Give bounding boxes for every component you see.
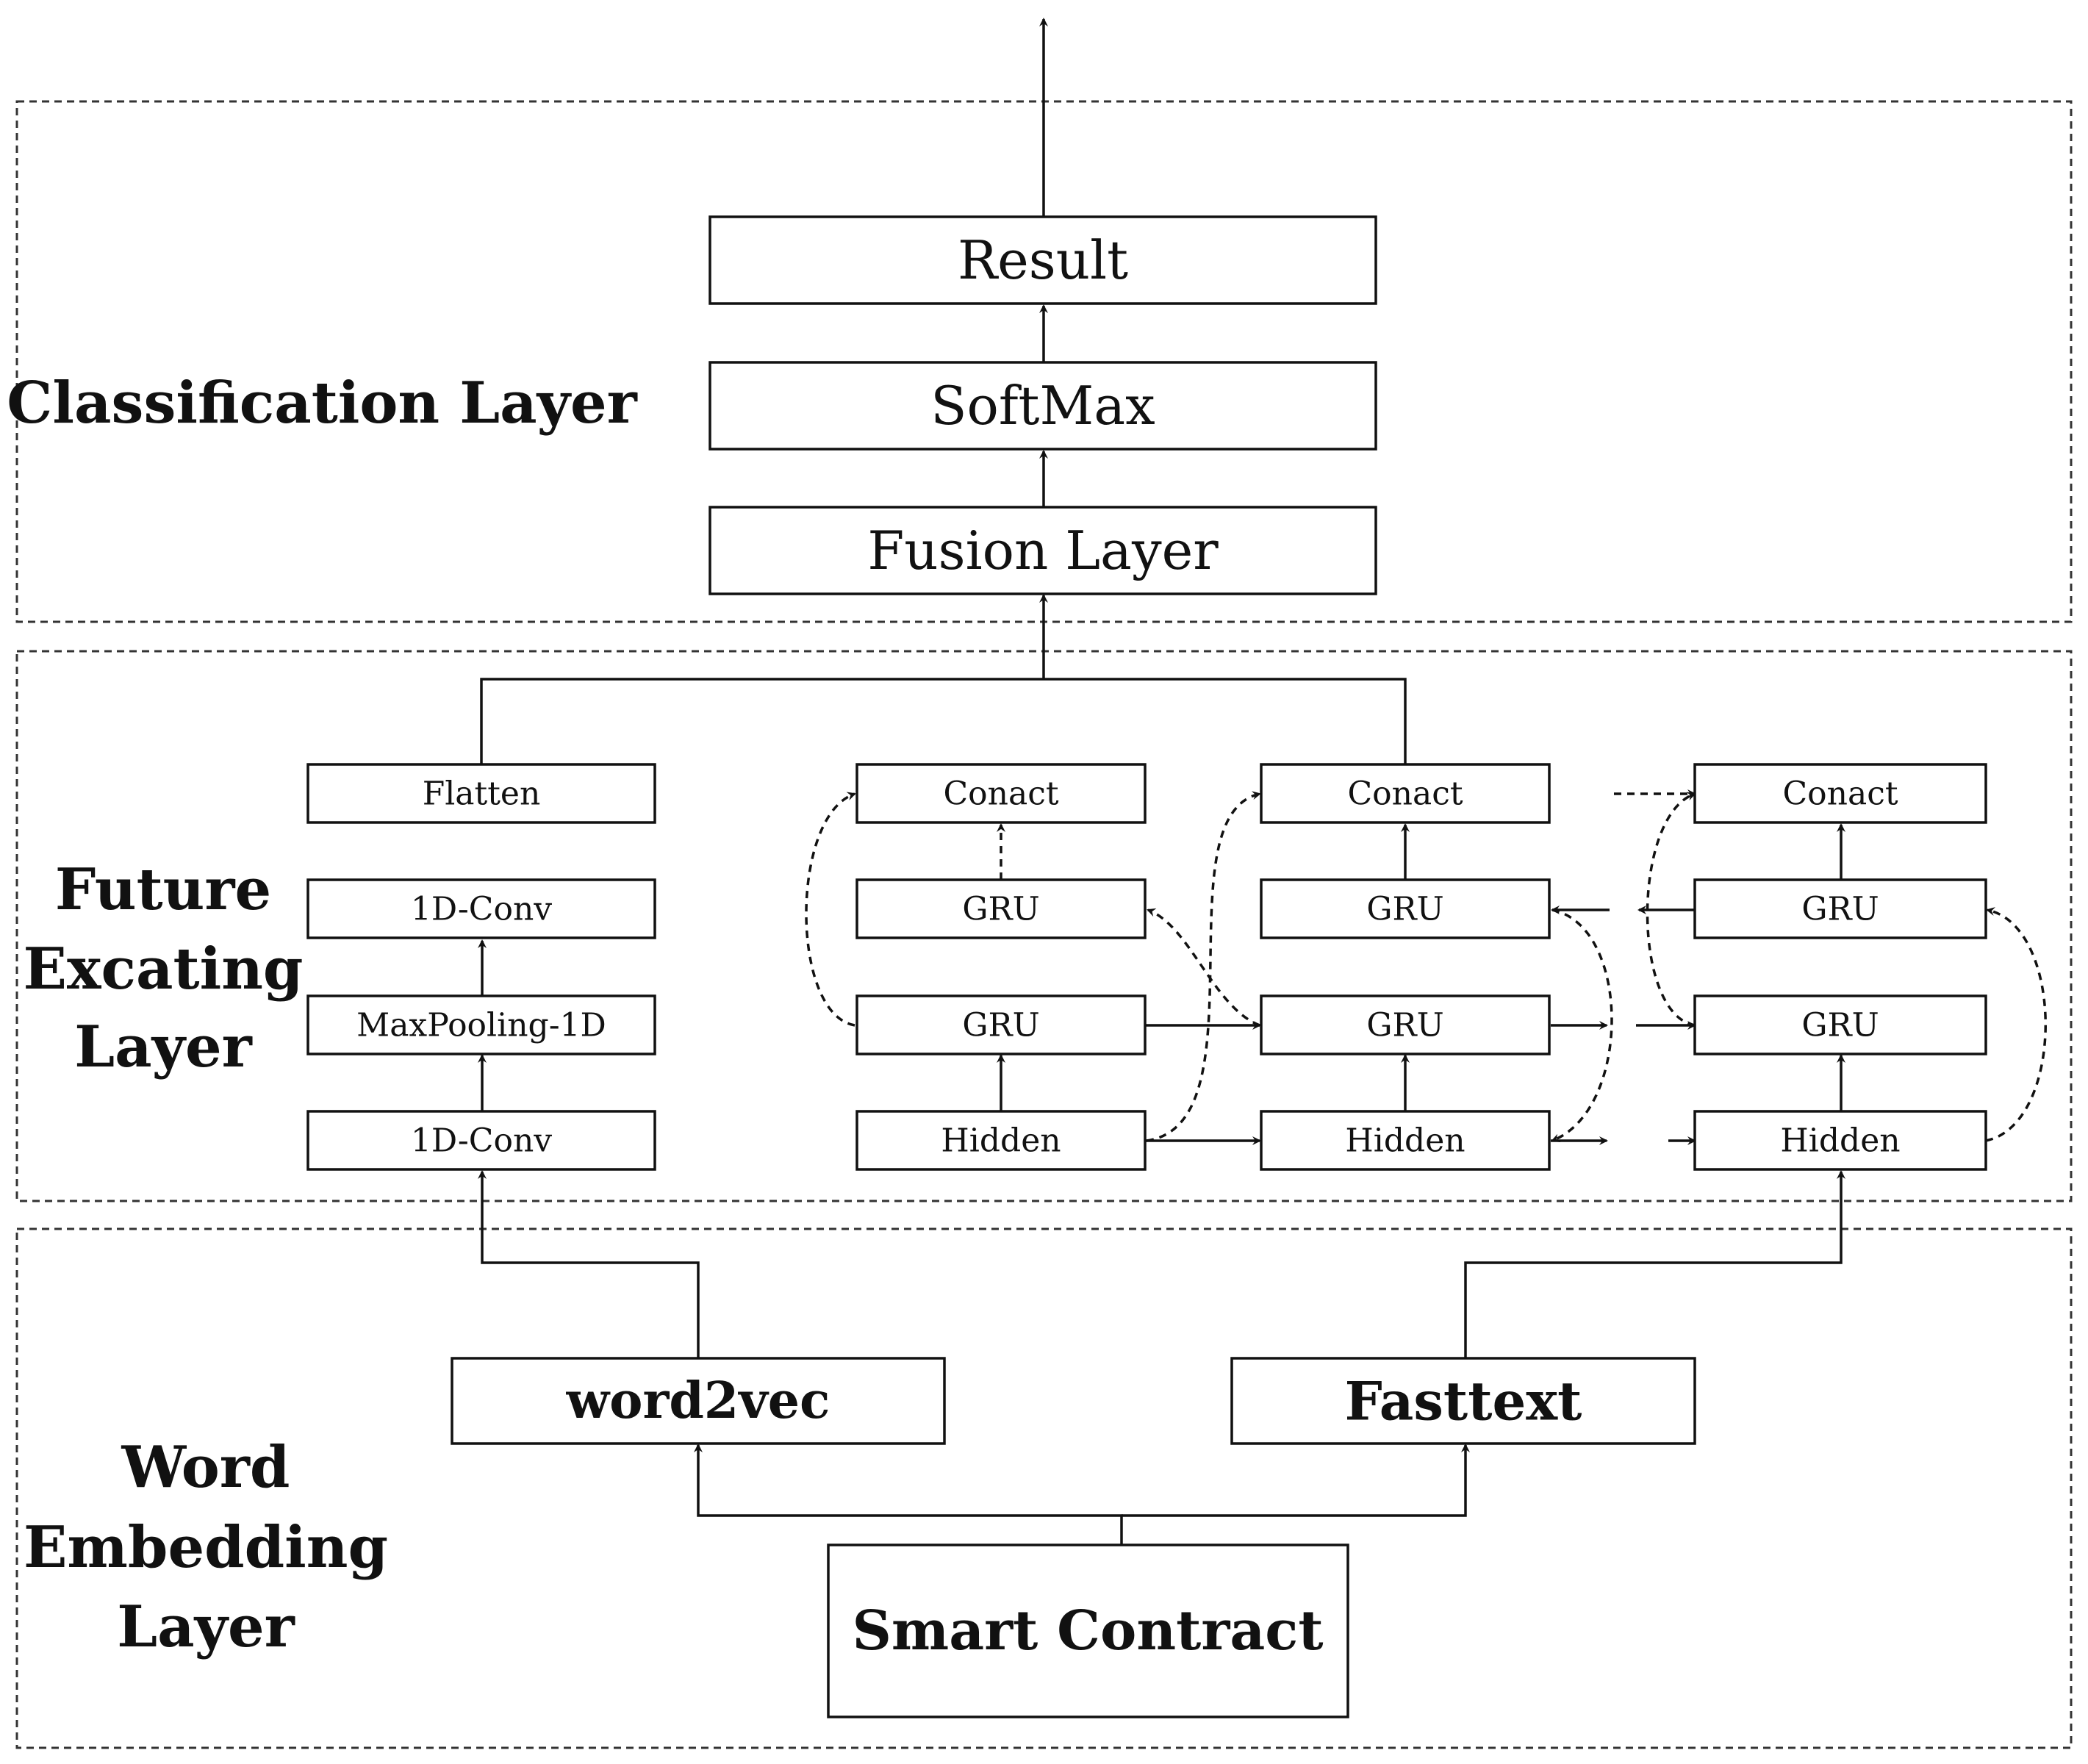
edge-gru-top-2-hidden-2 <box>1551 908 1613 1142</box>
dashed-edges <box>805 789 2047 1142</box>
embedding-layer-label-line-2: Embedding <box>24 1514 388 1581</box>
node-fusion-layer: Fusion Layer <box>708 506 1377 595</box>
node-conv-bottom-label: 1D-Conv <box>411 1122 552 1160</box>
node-gru-bottom-2-label: GRU <box>1366 1007 1443 1044</box>
node-smart-contract: Smart Contract <box>827 1544 1349 1718</box>
node-gru-bottom-1-label: GRU <box>962 1007 1039 1044</box>
node-concat-2-label: Conact <box>1347 775 1463 813</box>
node-conv-top: 1D-Conv <box>306 878 656 939</box>
node-flatten-label: Flatten <box>423 775 541 813</box>
node-word2vec-label: word2vec <box>566 1372 830 1430</box>
node-word2vec: word2vec <box>451 1357 946 1445</box>
embedding-layer-label-line-1: Word <box>121 1434 290 1501</box>
node-softmax-label: SoftMax <box>930 375 1155 437</box>
node-gru-top-2-label: GRU <box>1366 891 1443 928</box>
embedding-section-frame <box>15 1227 2073 1749</box>
node-gru-bottom-1: GRU <box>855 994 1147 1055</box>
edge-fasttext-hidden-3 <box>1464 1170 1845 1358</box>
edge-word2vec-conv <box>478 1170 700 1358</box>
node-concat-2: Conact <box>1260 763 1551 824</box>
node-fusion-layer-label: Fusion Layer <box>867 520 1219 581</box>
solid-edges <box>478 18 1845 1545</box>
node-gru-top-1: GRU <box>855 878 1147 939</box>
edge-gru-bottom-2-gru-top-1 <box>1147 908 1260 1027</box>
node-gru-bottom-3: GRU <box>1693 994 1987 1055</box>
node-concat-1-label: Conact <box>943 775 1058 813</box>
node-maxpooling: MaxPooling-1D <box>306 994 656 1055</box>
edge-hidden-1-concat-2 <box>1146 791 1261 1142</box>
node-flatten: Flatten <box>306 763 656 824</box>
node-concat-3: Conact <box>1693 763 1987 824</box>
node-hidden-2-label: Hidden <box>1345 1122 1465 1160</box>
node-hidden-3-label: Hidden <box>1780 1122 1900 1160</box>
node-result: Result <box>708 215 1377 305</box>
embedding-layer-label-line-3: Layer <box>117 1593 295 1660</box>
node-softmax: SoftMax <box>708 361 1377 451</box>
feature-layer-label-line-2: Excating <box>24 936 304 1003</box>
node-result-label: Result <box>958 229 1128 291</box>
node-gru-bottom-3-label: GRU <box>1801 1007 1879 1044</box>
edge-hidden-3-gru-top-3 <box>1985 907 2047 1142</box>
node-concat-3-label: Conact <box>1782 775 1898 813</box>
feature-layer-label-line-3: Layer <box>74 1014 252 1080</box>
node-hidden-1-label: Hidden <box>941 1122 1061 1160</box>
node-fasttext: Fasttext <box>1230 1357 1696 1445</box>
node-hidden-3: Hidden <box>1693 1110 1987 1171</box>
node-smart-contract-label: Smart Contract <box>852 1599 1323 1663</box>
node-gru-top-3: GRU <box>1693 878 1987 939</box>
node-conv-top-label: 1D-Conv <box>411 891 552 928</box>
node-gru-top-1-label: GRU <box>962 891 1039 928</box>
node-hidden-1: Hidden <box>855 1110 1147 1171</box>
edge-flatten-merge <box>480 678 1407 764</box>
node-conv-bottom: 1D-Conv <box>306 1110 656 1171</box>
edge-gru-bottom-1-concat-1 <box>805 792 856 1027</box>
node-hidden-2: Hidden <box>1260 1110 1551 1171</box>
node-concat-1: Conact <box>855 763 1147 824</box>
feature-layer-label-line-1: Future <box>55 856 271 923</box>
node-maxpooling-label: MaxPooling-1D <box>356 1007 606 1044</box>
classification-layer-label: Classification Layer <box>7 370 637 437</box>
node-gru-top-2: GRU <box>1260 878 1551 939</box>
edge-smart-contract-fasttext <box>1122 1444 1470 1517</box>
edge-smart-contract-split <box>694 1444 1123 1545</box>
node-gru-top-3-label: GRU <box>1801 891 1879 928</box>
node-fasttext-label: Fasttext <box>1345 1370 1582 1433</box>
edge-gru-bottom-3-concat-3 <box>1646 792 1696 1027</box>
node-gru-bottom-2: GRU <box>1260 994 1551 1055</box>
